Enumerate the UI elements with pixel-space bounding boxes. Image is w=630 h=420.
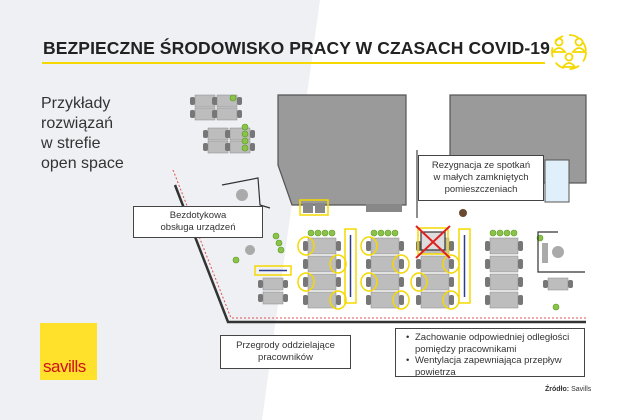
bullet-text: Zachowanie odpowiedniej odległości bbox=[415, 332, 570, 343]
glass-room bbox=[544, 159, 570, 203]
callout-text: pracowników bbox=[258, 352, 313, 363]
page-title: BEZPIECZNE ŚRODOWISKO PRACY W CZASACH CO… bbox=[43, 38, 550, 58]
callout-text: Bezdotykowa bbox=[169, 210, 227, 221]
distance-ring bbox=[392, 254, 410, 274]
distance-ring bbox=[329, 254, 347, 274]
partition-highlight bbox=[254, 265, 292, 276]
savills-logo: savills bbox=[40, 323, 97, 380]
callout-text: w małych zamkniętych bbox=[433, 172, 529, 183]
callout-text: pomieszczeniach bbox=[444, 184, 518, 195]
distance-ring bbox=[297, 272, 315, 292]
bullet-text: pomiędzy pracownikami bbox=[415, 343, 517, 355]
callout-text: Przegrody oddzielające bbox=[236, 340, 335, 351]
people-group-icon bbox=[551, 34, 587, 70]
section-subtitle: Przykłady rozwiązań w strefie open space bbox=[41, 94, 124, 174]
building-core-left bbox=[277, 94, 407, 206]
subtitle-line: Przykłady bbox=[41, 95, 111, 112]
callout-touchless: Bezdotykowa obsługa urządzeń bbox=[133, 206, 263, 238]
subtitle-line: rozwiązań bbox=[41, 115, 114, 132]
source-value: Savills bbox=[571, 386, 592, 393]
subtitle-line: open space bbox=[41, 155, 124, 172]
distance-ring bbox=[392, 290, 410, 310]
distance-ring bbox=[360, 272, 378, 292]
callout-text: obsługa urządzeń bbox=[160, 222, 236, 233]
source-note: Źródło: Savills bbox=[545, 386, 591, 393]
callout-meetings: Rezygnacja ze spotkań w małych zamknięty… bbox=[418, 155, 544, 201]
source-label: Źródło: bbox=[545, 386, 570, 393]
distance-ring bbox=[297, 236, 315, 256]
callout-text: Rezygnacja ze spotkań bbox=[431, 160, 531, 171]
subtitle-line: w strefie bbox=[41, 135, 101, 152]
callout-partitions: Przegrody oddzielające pracowników bbox=[220, 335, 351, 369]
logo-text: savills bbox=[43, 357, 86, 376]
title-underline bbox=[42, 62, 545, 64]
distance-ring bbox=[360, 236, 378, 256]
distance-ring bbox=[410, 272, 428, 292]
bullet-text: powietrza bbox=[415, 366, 456, 378]
bullet-text: Wentylacja zapewniająca przepływ bbox=[415, 355, 562, 366]
distance-ring bbox=[329, 290, 347, 310]
